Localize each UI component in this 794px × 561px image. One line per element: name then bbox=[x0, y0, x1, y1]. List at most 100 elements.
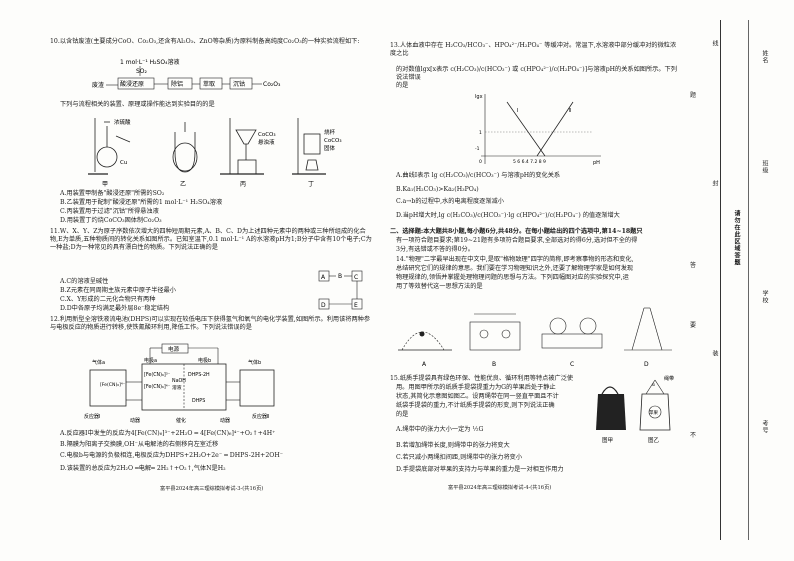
margin-school-label: 学校 bbox=[761, 290, 768, 304]
graph-y1: 1 bbox=[479, 130, 482, 136]
label-ding: 丁 bbox=[308, 181, 314, 188]
label-beaker: 烧杯 bbox=[324, 128, 336, 136]
q13-option-a[interactable]: A.曲线Ⅰ表示 lg c(H₂CO₃)/c(HCO₃⁻) 与溶液pH的变化关系 bbox=[396, 172, 561, 179]
q10-option-b[interactable]: B.乙装置用于配制"酸浸还原"所需的1 mol·L⁻¹ H₂SO₄溶液 bbox=[60, 199, 223, 206]
margin-mark-c: 要 bbox=[690, 322, 697, 329]
q12-option-b[interactable]: B.隔膜为阳离子交换膜,OH⁻从电解池的右侧移向左室迁移 bbox=[60, 441, 219, 448]
flow-reagent: 1 mol·L⁻¹ H₂SO₄溶液 bbox=[120, 58, 180, 66]
label-gas-b: 气体b bbox=[248, 359, 261, 366]
q15-fig-angle: α bbox=[652, 383, 655, 388]
q11-node-b: B bbox=[338, 273, 342, 280]
q15-fig-rope: 绳带 bbox=[664, 375, 674, 382]
q15-option-c[interactable]: C.若只减小两绳扣间距,则绳带中的张力将变小 bbox=[396, 454, 523, 461]
curve-2-label: Ⅱ bbox=[569, 108, 571, 114]
q15-option-d[interactable]: D.手提袋底部对苹果的支持力与苹果的重力是一对相互作用力 bbox=[396, 466, 564, 473]
q11-node-d: D bbox=[321, 302, 326, 309]
label-yi: 乙 bbox=[180, 181, 186, 188]
q10-question: 下列与流程相关的装置、原理或操作能达到实验目的的是 bbox=[60, 101, 215, 108]
margin-seal-label: 封 bbox=[711, 180, 718, 187]
q15-stem-line5: 的是 bbox=[396, 411, 409, 418]
graph-ticks: 5 6 6.4 7.2 8 9 bbox=[513, 159, 546, 165]
graph-y-1: -1 bbox=[475, 146, 480, 152]
left-page: 10.以含钴废渣(主要成分CoO、Co₂O₃,还含有Al₂O₃、ZnO等杂质)为… bbox=[0, 0, 377, 561]
q11-option-a[interactable]: A.C的溶液呈碱性 bbox=[60, 278, 109, 285]
label-power: 电源 bbox=[168, 345, 180, 353]
margin-mark-a: 题 bbox=[690, 92, 697, 99]
label-coco3: CoCO₃ bbox=[258, 132, 276, 138]
q15-fig-apple: 苹果 bbox=[649, 409, 658, 416]
q12-option-c[interactable]: C.电极b与电源的负极相连,电极反应为DHPS+2H₂O+2e⁻ ═ DHPS-… bbox=[60, 452, 284, 459]
graph-xlabel: pH bbox=[593, 160, 600, 166]
flow-product: Co₂O₃ bbox=[263, 81, 281, 88]
label-fe1: [Fe(CN)₆]³⁻ bbox=[144, 372, 171, 378]
margin-class-label: 班级 bbox=[761, 160, 768, 174]
label-solution: 溶液 bbox=[172, 384, 182, 391]
q13-option-d[interactable]: D.当pH增大时,lg c(H₂CO₃)/c(HCO₃⁻)·lg c(HPO₄²… bbox=[396, 212, 620, 219]
q13-stem-line2: 的对数值lgx[x表示 c(H₂CO₃)/c(HCO₃⁻) 或 c(HPO₄²⁻… bbox=[396, 66, 677, 81]
label-gas-a: 气体a bbox=[92, 359, 105, 366]
section-2-line1: 二、选择题:本大题共8小题,每小题6分,共48分。在每小题给出的四个选项中,第1… bbox=[390, 228, 643, 235]
q11-node-c: C bbox=[354, 274, 358, 281]
q15-stem-line1: 15.纸质手提袋具有绿色环保、性能优良、循环利用等特点被广泛使 bbox=[390, 375, 574, 382]
q13-graph: lgx pH 0 5 6 6.4 7.2 8 9 1 -1 Ⅰ Ⅱ bbox=[475, 94, 601, 166]
q11-option-d[interactable]: D.D中各原子均满足最外层8e⁻稳定结构 bbox=[60, 305, 170, 312]
q14-figures: A B C D bbox=[398, 307, 672, 368]
label-pump2: 动器 bbox=[220, 417, 230, 424]
q13-option-b[interactable]: B.Ka₁(H₂CO₃)>Ka₂(H₃PO₄) bbox=[396, 186, 479, 193]
flow-step3: 萃取 bbox=[203, 80, 215, 88]
graph-origin: 0 bbox=[479, 159, 482, 165]
label-naoh: NaOH bbox=[172, 378, 186, 384]
label-solid2: 固体 bbox=[324, 144, 336, 152]
margin-bind-label: 装 bbox=[711, 350, 718, 357]
section-2-line2: 有一项符合题目要求;第19~21题有多项符合题目要求,全部选对的得6分,选对但不… bbox=[396, 237, 638, 244]
label-dhps: DHPS bbox=[192, 398, 205, 404]
left-footer: 富平县2024年高三理综模拟考试-3-(共16页) bbox=[160, 486, 264, 492]
q14-stem-line2: 总结研究它们的规律的意思。我们要在学习物理知识之外,还要了解物理学家是如何发现 bbox=[396, 265, 634, 272]
flow-step4: 沉钴 bbox=[233, 80, 245, 88]
q11-diagram: A C B D E bbox=[318, 270, 363, 310]
q13-option-c[interactable]: C.a→b的过程中,水的电离程度逐渐减小 bbox=[396, 198, 504, 205]
q15-stem-line3: 状态,其简化示意图如图乙。设两绳带在同一竖直平面且不计 bbox=[396, 393, 559, 400]
q10-stem: 10.以含钴废渣(主要成分CoO、Co₂O₃,还含有Al₂O₃、ZnO等杂质)为… bbox=[50, 38, 360, 45]
q14-stem-line4: 用了等效替代这一思想方法的是 bbox=[396, 283, 483, 290]
label-pump: 动器 bbox=[130, 417, 140, 424]
q14-fig-a-label: A bbox=[422, 361, 427, 368]
q10-option-d[interactable]: D.用装置丁灼烧CoCO₃固体制Co₂O₃ bbox=[60, 217, 162, 224]
margin-notice: 请勿在此区域答题 bbox=[733, 210, 740, 266]
graph-ylabel: lgx bbox=[475, 94, 483, 100]
q10-apparatus: 浓硫酸 Cu 甲 乙 CoCO₃ 悬浊液 丙 烧杯 CoCO₃ 固体 丁 bbox=[88, 118, 342, 188]
label-electrode-b: 电极b bbox=[198, 357, 211, 364]
curve-2 bbox=[536, 101, 574, 157]
flow-start: 废渣 bbox=[92, 81, 104, 89]
q11-stem: 11.W、X、Y、Z为原子序数依次增大的四种短周期元素,A、B、C、D为上述四种… bbox=[50, 228, 372, 251]
q10-option-c[interactable]: C.丙装置用于过滤"沉钴"所得悬浊液 bbox=[60, 208, 159, 215]
q15-stem-line2: 用。用图甲所示的纸质手提袋提重力为G的苹果后处于静止 bbox=[396, 384, 556, 391]
q12-option-d[interactable]: D.该装置的总反应为2H₂O ═电解═ 2H₂↑+O₂↑,气体N是H₂ bbox=[60, 465, 226, 472]
q14-fig-d-label: D bbox=[644, 361, 649, 368]
margin-num-label: 考号 bbox=[761, 420, 768, 434]
margin-line-label: 线 bbox=[711, 40, 718, 47]
q10-option-a[interactable]: A.用装置甲制备"酸浸还原"所需的SO₂ bbox=[60, 190, 165, 197]
q11-node-e: E bbox=[354, 302, 358, 309]
q15-figures: 图甲 绳带 苹果 α 图乙 bbox=[596, 375, 674, 444]
curve-1-label: Ⅰ bbox=[517, 108, 518, 114]
q15-option-b[interactable]: B.若增加绳带长度,则绳带中的张力将变大 bbox=[396, 442, 510, 449]
q11-node-a: A bbox=[321, 274, 326, 281]
margin-mark-d: 不 bbox=[690, 432, 697, 439]
q15-option-a[interactable]: A.绳带中的张力大小一定为 ½G bbox=[396, 426, 484, 433]
curve-1 bbox=[506, 101, 546, 157]
label-acid: 浓硫酸 bbox=[114, 118, 131, 126]
label-electrode-a: 电极a bbox=[144, 357, 157, 364]
flow-so2: SO₂ bbox=[136, 68, 148, 75]
q13-stem-line3: 的是 bbox=[396, 82, 409, 89]
label-catalyst: 催化 bbox=[176, 417, 186, 424]
q12-option-a[interactable]: A.反应器Ⅰ中发生的反应为4[Fe(CN)₆]³⁻+2H₂O ═ 4[Fe(CN… bbox=[60, 430, 276, 437]
q11-option-c[interactable]: C.X、Y形成的二元化合物只有两种 bbox=[60, 296, 156, 303]
q12-stem: 12.利用新型全溶铁液流电池(DHPS)可以实现在较低电压下获得氢气和氧气的电化… bbox=[50, 316, 371, 331]
flow-step1: 酸浸还原 bbox=[120, 80, 144, 88]
flow-step2: 除铝 bbox=[171, 80, 183, 88]
margin-name-label: 姓名 bbox=[761, 50, 768, 64]
q11-option-b[interactable]: B.Z元素在同周期主族元素中原子半径最小 bbox=[60, 287, 176, 294]
q14-stem-line3: 物理规律的,领悟并掌握处理物理问题的思想与方法。下列四幅图对应的实验探究中,运 bbox=[396, 274, 629, 281]
label-suspension: 悬浊液 bbox=[258, 138, 275, 146]
